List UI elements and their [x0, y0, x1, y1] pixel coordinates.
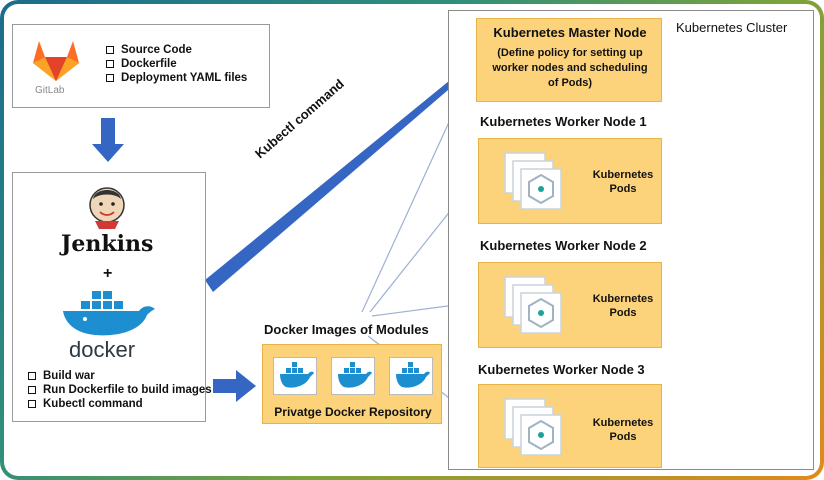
gitlab-item: Source Code [105, 43, 247, 57]
ci-item: Build war [27, 369, 212, 383]
kubectl-arrow [205, 62, 476, 292]
jenkins-label: Jenkins [61, 231, 154, 257]
pods-label: Pods [609, 431, 637, 443]
pod-stack-icon [504, 398, 562, 456]
worker-node-box: Kubernetes Pods [478, 138, 662, 224]
gitlab-item: Dockerfile [105, 57, 247, 71]
pods-label: Kubernetes [592, 417, 654, 429]
gitlab-box: GitLab Source Code Dockerfile Deployment… [12, 24, 270, 108]
gitlab-item: Deployment YAML files [105, 71, 247, 85]
cluster-title: Kubernetes Cluster [676, 20, 788, 35]
docker-image-icon [338, 362, 372, 388]
pods-label: Pods [609, 183, 637, 195]
docker-label: docker [69, 337, 136, 362]
repository-heading: Docker Images of Modules [264, 322, 429, 337]
gitlab-logo-icon [33, 41, 79, 81]
ci-item-list: Build war Run Dockerfile to build images… [27, 369, 212, 411]
repo-image-tile [389, 357, 433, 395]
repository-label: Privatge Docker Repository [274, 405, 432, 419]
master-node-desc-line: of Pods) [548, 77, 592, 89]
gitlab-item-list: Source Code Dockerfile Deployment YAML f… [105, 43, 247, 85]
gitlab-logo-text: GitLab [35, 85, 65, 96]
ci-item: Run Dockerfile to build images [27, 383, 212, 397]
docker-whale-icon [63, 291, 155, 336]
repo-image-tile [273, 357, 317, 395]
master-node-desc-line: worker nodes and scheduling [492, 62, 648, 74]
docker-image-icon [396, 362, 430, 388]
gitlab-to-ci-arrow [92, 118, 124, 162]
ci-to-repo-arrow [213, 370, 256, 402]
worker-node-title: Kubernetes Worker Node 2 [480, 238, 647, 253]
pod-stack-icon [504, 276, 562, 334]
plus-sign: + [103, 265, 113, 282]
pods-label: Kubernetes [592, 293, 654, 305]
worker-node-box: Kubernetes Pods [478, 262, 662, 348]
pods-label: Kubernetes [592, 169, 654, 181]
master-node-box: Kubernetes Master Node (Define policy fo… [476, 18, 662, 102]
docker-image-icon [280, 362, 314, 388]
ci-item: Kubectl command [27, 397, 212, 411]
pod-stack-icon [504, 152, 562, 210]
worker-node-box: Kubernetes Pods [478, 384, 662, 468]
repository-box: Privatge Docker Repository [262, 344, 442, 424]
pods-label: Pods [609, 307, 637, 319]
master-node-title: Kubernetes Master Node [493, 25, 647, 40]
master-node-desc-line: (Define policy for setting up [497, 47, 643, 59]
worker-node-title: Kubernetes Worker Node 1 [480, 114, 647, 129]
ci-box: Jenkins + docker Build war Run Dockerfil… [12, 172, 212, 422]
worker-node-title: Kubernetes Worker Node 3 [478, 362, 645, 377]
jenkins-logo-icon [89, 187, 125, 229]
repo-image-tile [331, 357, 375, 395]
